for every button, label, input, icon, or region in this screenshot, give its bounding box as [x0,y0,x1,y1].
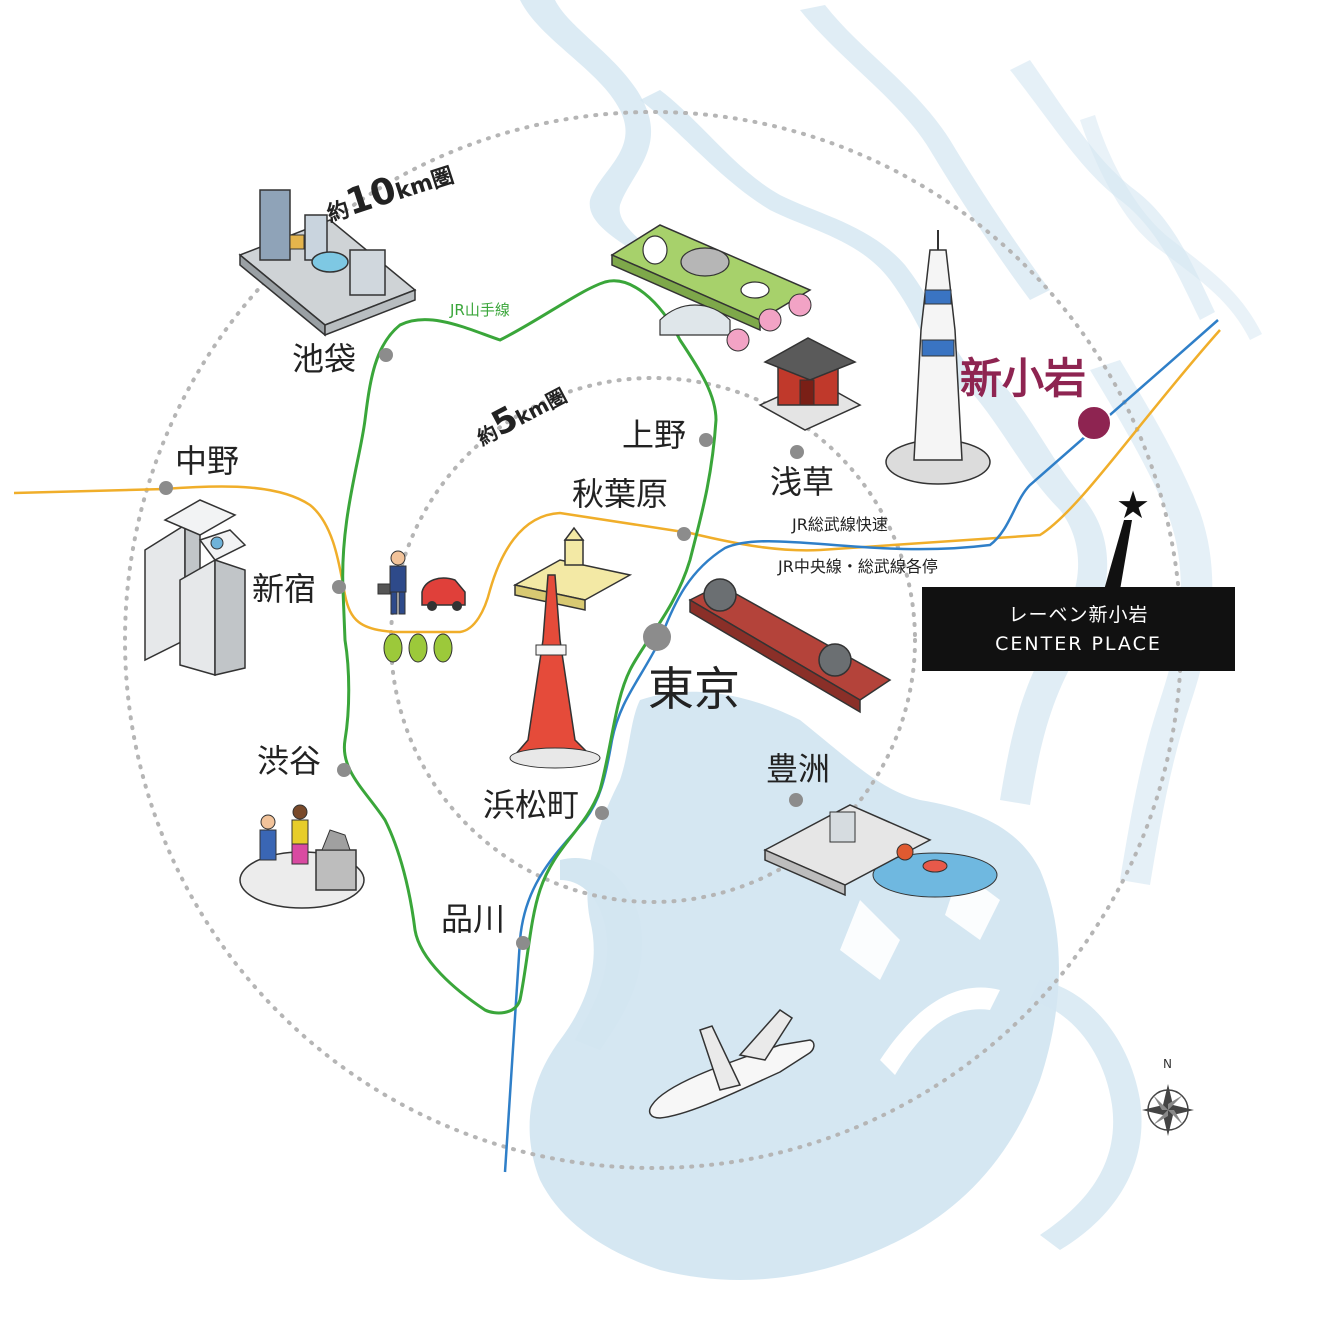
station-label-ikebukuro: 池袋 [292,340,356,378]
station-label-akihabara: 秋葉原 [572,475,668,513]
station-label-nakano: 中野 [175,442,239,480]
sensoji-gate-icon [758,337,862,431]
station-dot-ikebukuro[interactable] [379,348,393,362]
station-dot-tokyo[interactable] [643,623,671,651]
property-subname: CENTER PLACE [995,633,1162,655]
station-label-shinagawa: 品川 [441,900,505,938]
property-pointer [1104,520,1132,590]
toyosu-market-icon [763,804,998,898]
tokyo-tower-icon [509,574,601,769]
ikebukuro-buildings-icon [238,189,417,337]
ring-5km-label: 約5km圏 [467,373,572,454]
station-label-shinjuku: 新宿 [252,570,316,608]
station-dot-ueno[interactable] [699,433,713,447]
property-callout[interactable]: レーベン新小岩 CENTER PLACE [922,587,1235,671]
shinjuku-towers-icon [144,499,247,676]
station-dot-asakusa[interactable] [790,445,804,459]
station-markers [159,348,804,950]
station-label-hamamatsucho: 浜松町 [483,786,579,824]
businessman-icon [377,550,407,615]
skytree-icon [885,230,991,485]
station-dot-shin-koiwa[interactable] [1076,405,1112,441]
station-dot-shinagawa[interactable] [516,936,530,950]
airplane-icon [648,1009,815,1119]
station-dot-shinjuku[interactable] [332,580,346,594]
car-icon [421,577,466,611]
compass-north-label: N [1163,1057,1172,1071]
station-label-toyosu: 豊洲 [766,750,830,788]
star-icon: ★ [1116,483,1150,527]
station-label-ueno: 上野 [622,416,686,454]
station-dot-shibuya[interactable] [337,763,351,777]
station-dot-hamamatsucho[interactable] [595,806,609,820]
diet-building-icon [512,526,633,611]
station-label-shin-koiwa: 新小岩 [960,354,1086,403]
ueno-zoo-icon [610,224,812,352]
station-dot-nakano[interactable] [159,481,173,495]
station-label-asakusa: 浅草 [770,463,834,501]
station-label-tokyo: 東京 [648,662,740,716]
tokyo-station-icon [688,578,892,714]
yamanote-line-label: JR山手線 [449,301,510,319]
line-chuo-sobu [13,329,1221,634]
station-dot-toyosu[interactable] [789,793,803,807]
compass-icon [1142,1084,1194,1136]
hachiko-statue-icon [239,804,365,909]
sobu-rapid-line-label: JR総武線快速 [791,515,888,534]
chuo-sobu-line-label: JR中央線・総武線各停 [777,557,938,576]
station-label-shibuya: 渋谷 [257,742,321,780]
property-name: レーベン新小岩 [1008,604,1149,626]
station-dot-akihabara[interactable] [677,527,691,541]
line-yamanote [341,279,718,1015]
ring-10km-label: 約10km圏 [320,151,458,231]
trees-icon [383,633,453,663]
